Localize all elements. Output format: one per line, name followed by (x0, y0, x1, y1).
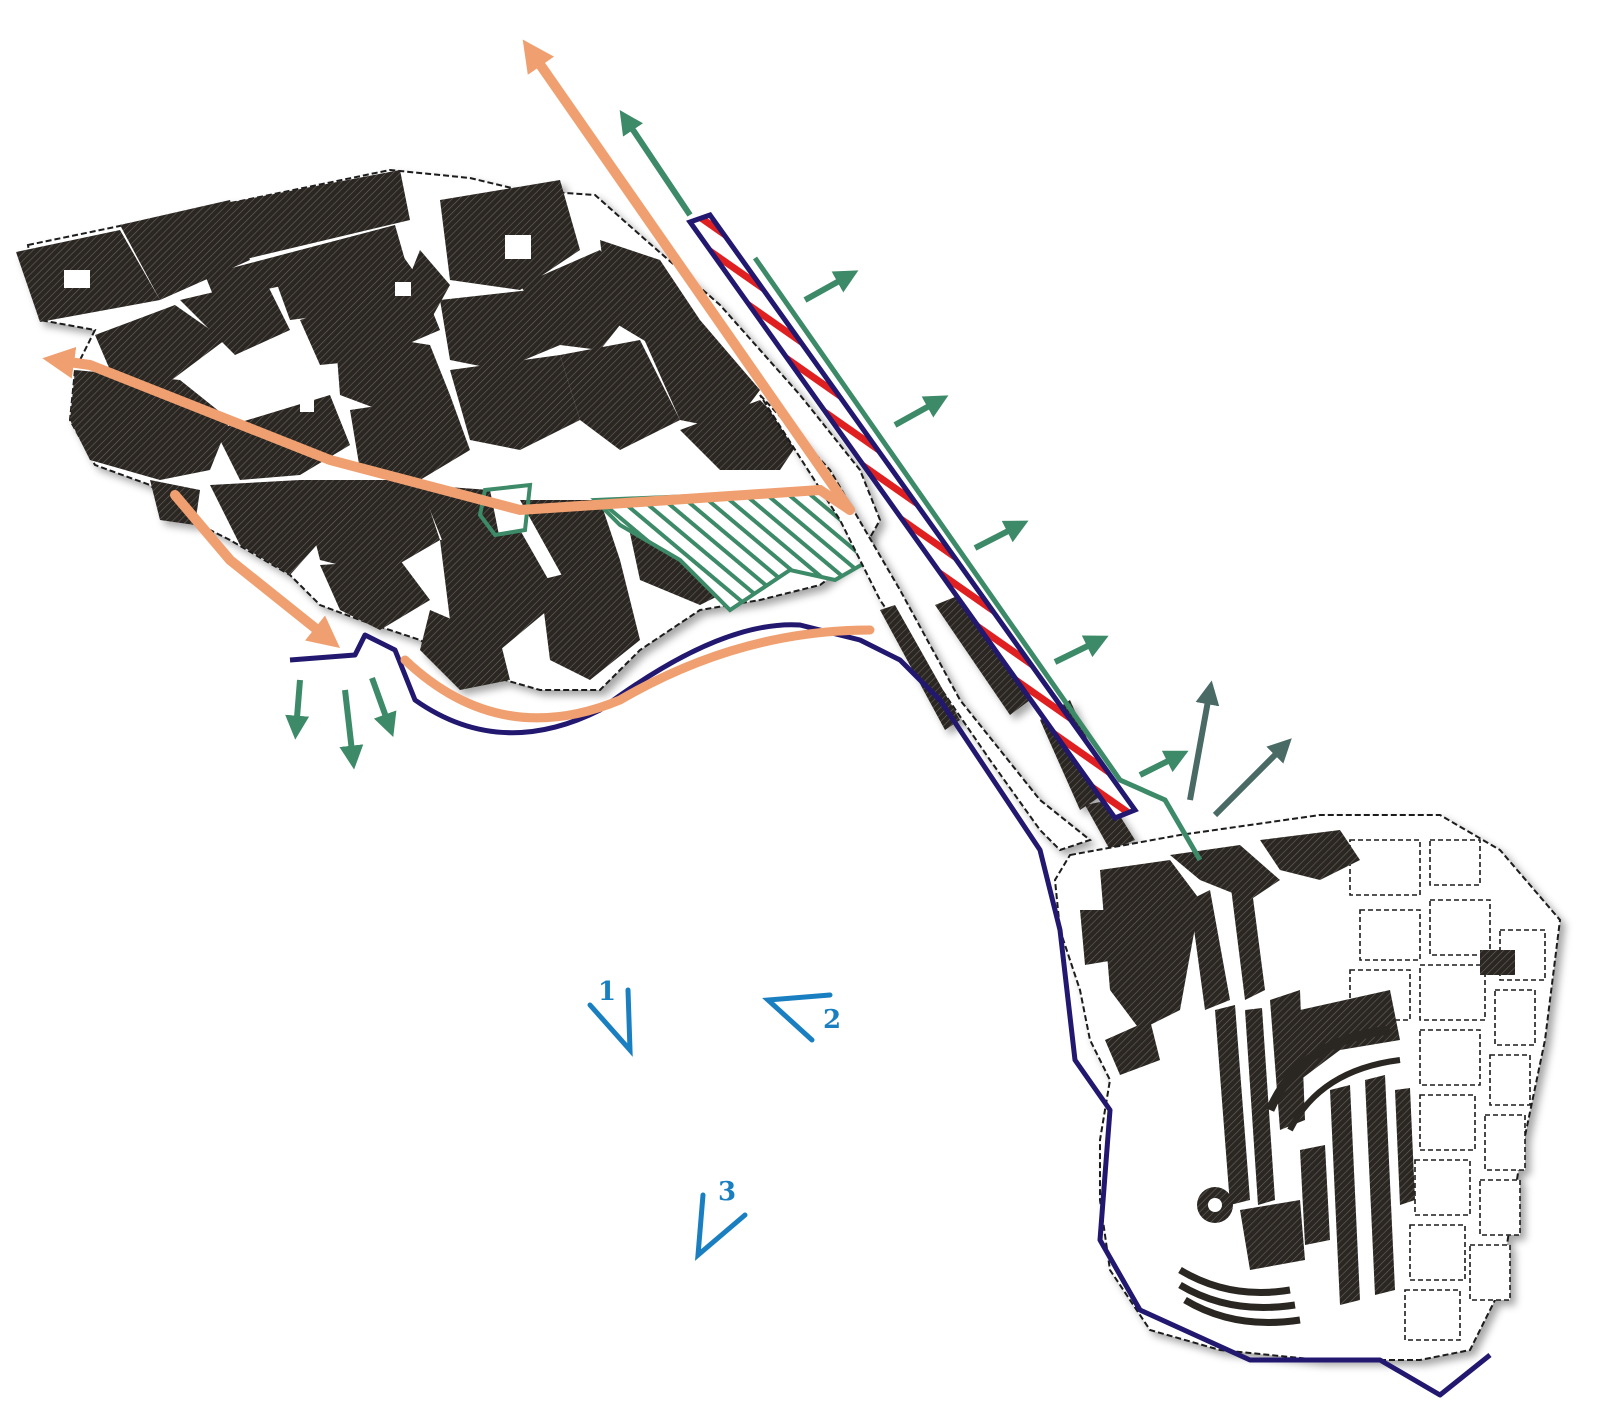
viewpoint-marker-3 (695, 1192, 748, 1261)
teal-view-arrows (1187, 680, 1292, 818)
navy-boundary-line (289, 622, 1492, 1398)
new-town-district (1053, 814, 1562, 1361)
green-edge-line (752, 256, 1203, 862)
viewpoint-marker-1 (587, 987, 633, 1057)
viewpoint-label-2: 2 (823, 1005, 841, 1035)
red-hatched-development-strip (686, 212, 1139, 822)
orange-route-lines (42, 39, 875, 723)
green-view-arrows (285, 110, 1189, 778)
old-town-district (16, 168, 882, 691)
viewpoint-label-1: 1 (598, 977, 616, 1007)
corridor-street-outline (759, 394, 1093, 852)
viewpoint-label-3: 3 (718, 1177, 736, 1207)
viewpoint-marker-2 (762, 992, 833, 1043)
